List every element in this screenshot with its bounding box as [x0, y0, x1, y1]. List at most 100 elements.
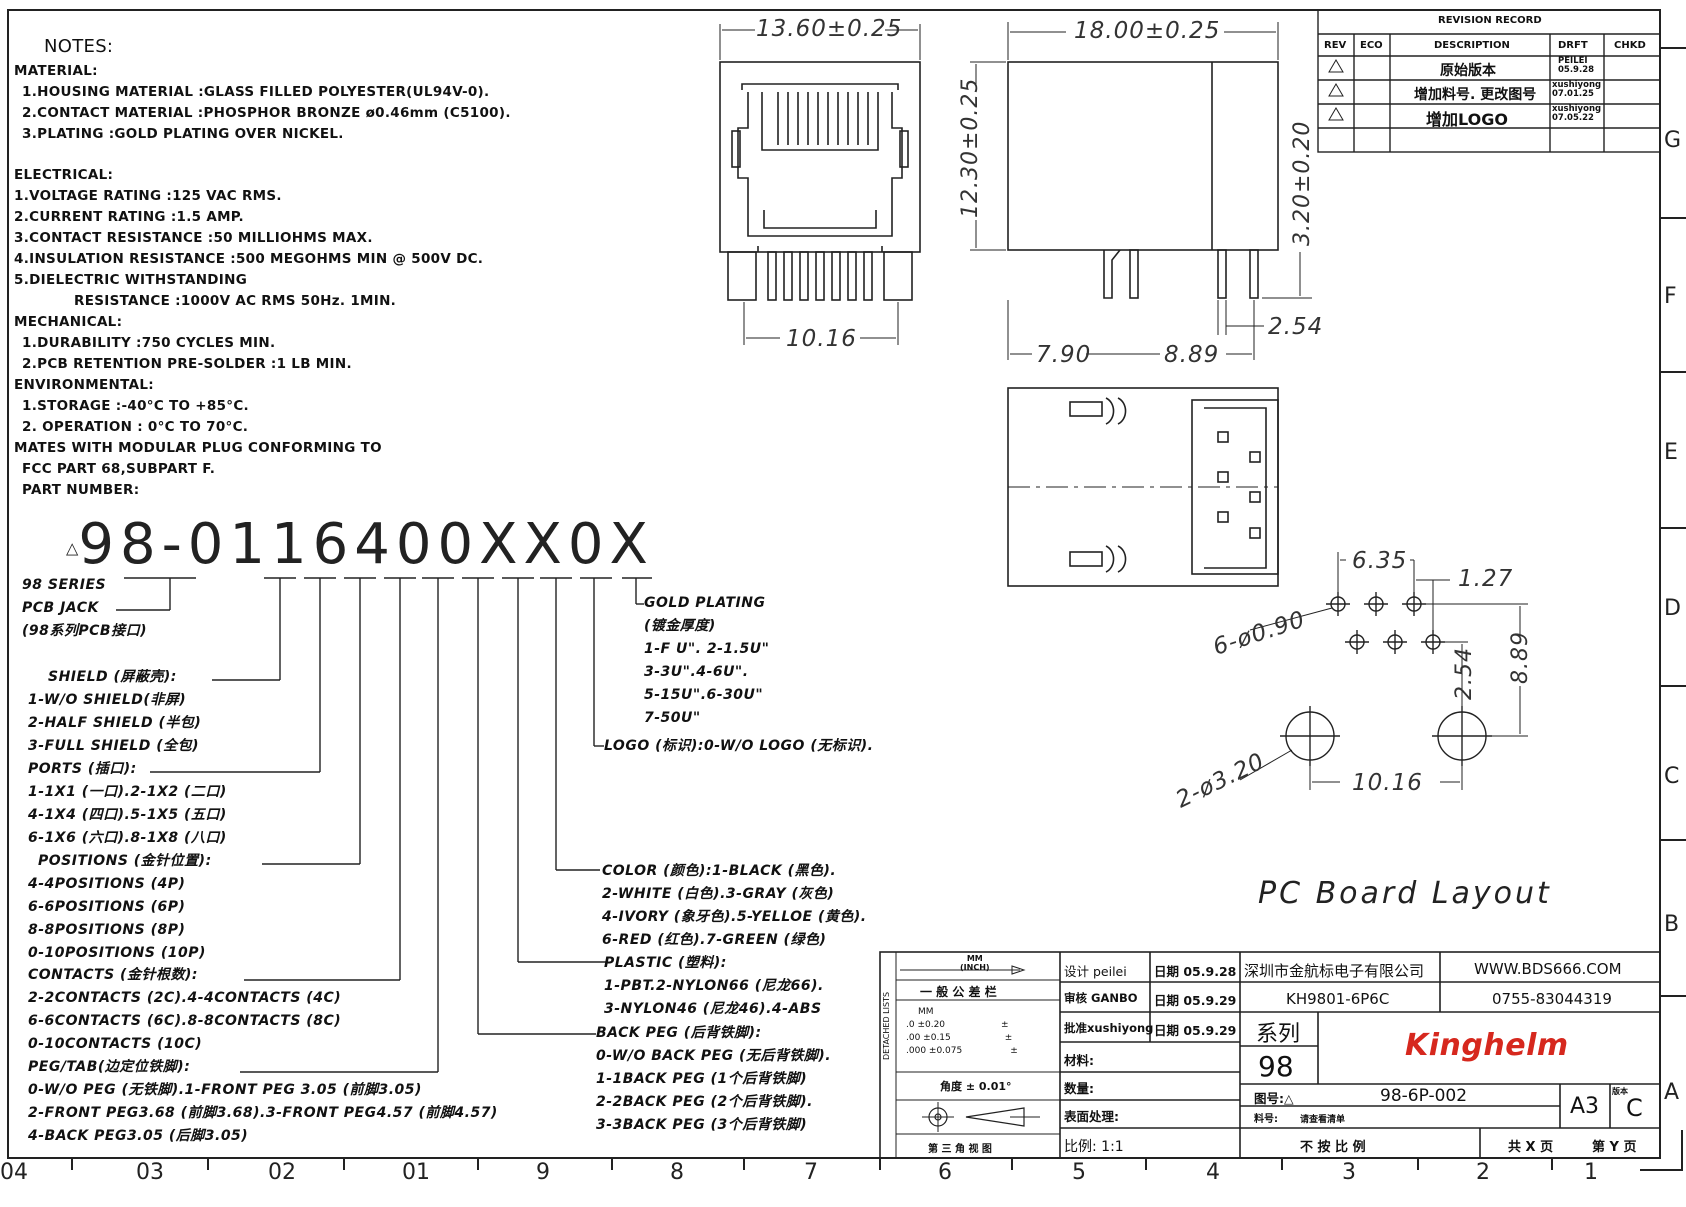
- zone-label: D: [1664, 596, 1681, 621]
- dim-pcb-a: 6.35: [1352, 548, 1408, 574]
- dim-front-pin-span: 10.16: [786, 326, 857, 352]
- callout-line: 6-6POSITIONS (6P): [28, 899, 186, 915]
- callout-line: 5-15U".6-30U": [644, 687, 764, 703]
- part-number-leaders: [116, 577, 652, 1073]
- electrical-note: 2.CURRENT RATING :1.5 AMP.: [14, 209, 244, 225]
- tolerance-row: .0 ±0.20: [906, 1020, 946, 1030]
- callout-line: 1-PBT.2-NYLON66 (尼龙66).: [604, 978, 824, 994]
- company-name: 深圳市金航标电子有限公司: [1244, 962, 1425, 980]
- callout-line: COLOR (颜色):1-BLACK (黑色).: [602, 863, 837, 879]
- material-note: 3.PLATING :GOLD PLATING OVER NICKEL.: [22, 126, 344, 142]
- mates-note: FCC PART 68,SUBPART F.: [22, 461, 216, 477]
- dim-pin-pitch: 2.54: [1268, 314, 1324, 340]
- notes-title: NOTES:: [44, 36, 114, 57]
- version-label: 版本: [1612, 1087, 1628, 1096]
- pcb-layout-title: PC Board Layout: [1258, 876, 1552, 911]
- callout-line: 3-3U".4-6U".: [644, 664, 749, 680]
- tolerance-unit-inch: (INCH): [960, 963, 990, 972]
- callout-line: 0-10POSITIONS (10P): [28, 945, 206, 961]
- callout-line: SHIELD (屏蔽壳):: [48, 669, 177, 685]
- callout-line: 2-HALF SHIELD (半包): [28, 715, 202, 731]
- check-date: 日期 05.9.29: [1154, 993, 1237, 1008]
- callout-line: (镀金厚度): [644, 618, 716, 634]
- contacts-callout: CONTACTS (金针根数): 2-2CONTACTS (2C).4-4CON…: [28, 964, 341, 1056]
- approve-date: 日期 05.9.29: [1154, 1023, 1237, 1038]
- tolerance-sign: ±: [1001, 1020, 1009, 1030]
- callout-line: 2-2BACK PEG (2个后背铁脚).: [596, 1094, 813, 1110]
- peg-callout: PEG/TAB(边定位铁脚): 0-W/O PEG (无铁脚).1-FRONT …: [28, 1056, 498, 1148]
- plastic-callout: PLASTIC (塑料): 1-PBT.2-NYLON66 (尼龙66). 3-…: [604, 952, 824, 1021]
- revision-triangle-icon: △: [66, 538, 79, 558]
- dim-pcb-e: 10.16: [1352, 770, 1423, 796]
- dim-side-height: 12.30±0.25: [958, 77, 983, 218]
- tolerance-row: .000 ±0.075: [906, 1046, 963, 1056]
- zone-label: 03: [136, 1160, 164, 1185]
- callout-line: 1-F U". 2-1.5U": [644, 641, 770, 657]
- paper-size: A3: [1570, 1094, 1600, 1119]
- callout-line: 1-1X1 (一口).2-1X2 (二口): [28, 784, 227, 800]
- zone-label: C: [1664, 764, 1680, 789]
- dim-pin-length: 3.20±0.20: [1290, 120, 1315, 246]
- dim-front-width: 13.60±0.25: [756, 16, 903, 42]
- model-number: KH9801-6P6C: [1286, 990, 1390, 1008]
- callout-line: 0-W/O PEG (无铁脚).1-FRONT PEG 3.05 (前脚3.05…: [28, 1082, 422, 1098]
- zone-label: E: [1664, 440, 1678, 465]
- zone-label: G: [1664, 128, 1682, 153]
- dim-offset-a: 7.90: [1036, 342, 1092, 368]
- callout-line: 3-NYLON46 (尼龙46).4-ABS: [604, 1001, 822, 1017]
- callout-line: CONTACTS (金针根数):: [28, 967, 198, 983]
- callout-line: 0-10CONTACTS (10C): [28, 1036, 203, 1052]
- dim-pcb-c: 2.54: [1452, 647, 1477, 700]
- callout-line: PEG/TAB(边定位铁脚):: [28, 1059, 191, 1075]
- ports-callout: PORTS (插口): 1-1X1 (一口).2-1X2 (二口) 4-1X4 …: [28, 758, 227, 850]
- zone-label: 8: [670, 1160, 684, 1185]
- material-note: 1.HOUSING MATERIAL :GLASS FILLED POLYEST…: [22, 84, 490, 100]
- scale-field: 比例: 1:1: [1064, 1139, 1124, 1155]
- mechanical-note: 2.PCB RETENTION PRE-SOLDER :1 LB MIN.: [22, 356, 352, 372]
- callout-line: 4-1X4 (四口).5-1X5 (五口): [28, 807, 227, 823]
- series-label: 系列: [1256, 1022, 1301, 1047]
- revision-header: CHKD: [1614, 40, 1646, 51]
- revision-drafter-name: PEILEI: [1558, 56, 1588, 66]
- material-note: 2.CONTACT MATERIAL :PHOSPHOR BRONZE ø0.4…: [22, 105, 511, 121]
- zone-label: 7: [804, 1160, 818, 1185]
- callout-line: 4-BACK PEG3.05 (后脚3.05): [28, 1128, 249, 1144]
- bottom-zone-ticks: [71, 1130, 1683, 1171]
- revision-date: 07.01.25: [1552, 89, 1594, 99]
- zone-label: 3: [1342, 1160, 1356, 1185]
- revision-date: 07.05.22: [1552, 113, 1594, 123]
- revision-drafter-name: xushiyong: [1552, 80, 1602, 90]
- environmental-note: 1.STORAGE :-40°C TO +85°C.: [22, 398, 249, 414]
- tolerance-sign: ±: [1004, 1033, 1013, 1043]
- revision-header: REV: [1324, 40, 1347, 51]
- approver: 批准xushiyong: [1064, 1021, 1154, 1035]
- revision-drafter-name: xushiyong: [1552, 104, 1602, 114]
- callout-line: 3-FULL SHIELD (全包): [28, 738, 199, 754]
- mechanical-heading: MECHANICAL:: [14, 314, 123, 330]
- revision-header: ECO: [1360, 40, 1383, 51]
- total-pages: 共 X 页: [1508, 1140, 1554, 1155]
- zone-label: 4: [1206, 1160, 1220, 1185]
- projection-label: 第 三 角 视 图: [928, 1144, 992, 1155]
- designer: 设计 peilei: [1064, 964, 1127, 979]
- dim-offset-b: 8.89: [1164, 342, 1220, 368]
- shield-callout: SHIELD (屏蔽壳): 1-W/O SHIELD(非屏) 2-HALF SH…: [28, 666, 201, 758]
- revision-description: 增加料号. 更改图号: [1414, 87, 1537, 103]
- environmental-heading: ENVIRONMENTAL:: [14, 377, 154, 393]
- zone-label: 04: [0, 1160, 28, 1185]
- callout-line: 98 SERIES: [22, 577, 107, 593]
- material-heading: MATERIAL:: [14, 63, 98, 79]
- callout-line: PLASTIC (塑料):: [604, 955, 727, 971]
- color-callout: COLOR (颜色):1-BLACK (黑色). 2-WHITE (白色).3-…: [602, 860, 867, 952]
- zone-label: 2: [1476, 1160, 1490, 1185]
- revision-date: 05.9.28: [1558, 65, 1595, 75]
- tolerance-row: .00 ±0.15: [906, 1033, 951, 1043]
- callout-line: 3-3BACK PEG (3个后背铁脚): [596, 1117, 808, 1133]
- pcb-layout: [1239, 552, 1528, 790]
- callout-line: 7-50U": [644, 710, 701, 726]
- zone-label: A: [1664, 1080, 1680, 1105]
- revision-description: 增加LOGO: [1426, 110, 1508, 129]
- material-field: 材料:: [1064, 1053, 1094, 1068]
